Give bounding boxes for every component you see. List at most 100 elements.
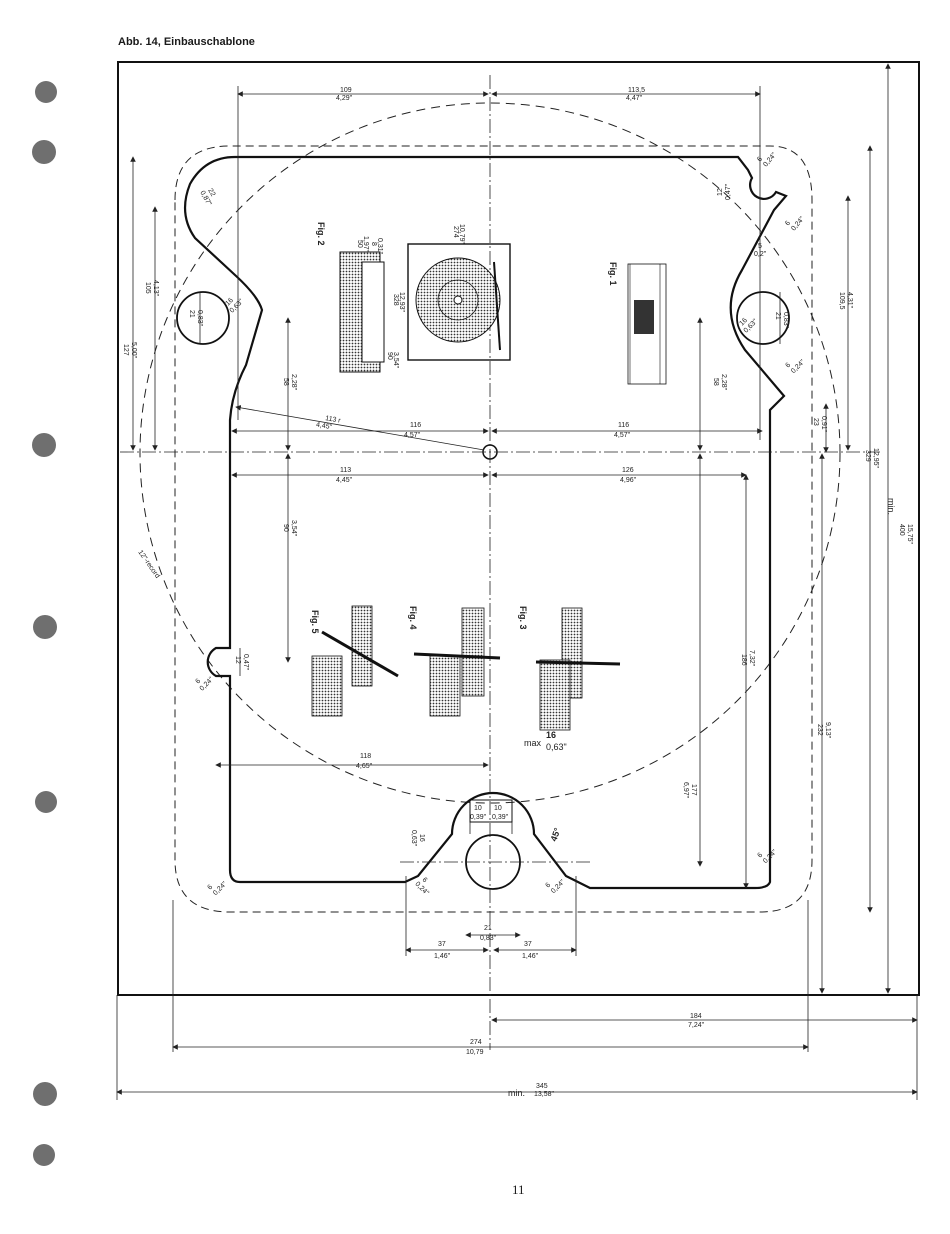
- fig5-screw-drawing: [311, 605, 399, 717]
- dim-d21-r: 21: [774, 312, 781, 320]
- dim-r16-r: 16: [738, 317, 749, 328]
- dim-v186: 186: [740, 654, 747, 666]
- dim-v400: 400: [898, 524, 905, 536]
- dim-v16-b-in: 0,63": [410, 830, 417, 847]
- dim-v23: 23: [812, 418, 819, 426]
- dim-d113: 113: [340, 467, 351, 474]
- dim-s5: 5: [758, 243, 762, 250]
- dim-r6-l: 6: [194, 678, 202, 686]
- dim-d345-min: min.: [508, 1088, 525, 1098]
- dim-d113r: 113 r: [325, 415, 342, 425]
- fig3-screw-drawing: [535, 607, 621, 731]
- hole-right: [736, 291, 790, 345]
- dim-s5-in: 0,2": [754, 251, 767, 258]
- dim-d116-r: 116: [618, 422, 629, 429]
- dim-d37-l: 37: [438, 941, 446, 948]
- dim-h127: 127: [122, 344, 129, 356]
- fig4-screw-drawing: [413, 607, 501, 717]
- dim-v177-in: 6,97": [682, 782, 689, 799]
- dim-h127-in: 5,00": [130, 342, 137, 359]
- dim-d21-r-in: 0,83": [782, 312, 789, 329]
- dim-v329: 329: [864, 450, 871, 462]
- dim-max16: 16: [546, 730, 556, 740]
- dim-d118: 118: [360, 753, 371, 760]
- figure-caption: Abb. 14, Einbauschablone: [118, 36, 255, 48]
- bottom-notch: [469, 799, 513, 823]
- dim-d116-r-in: 4,57": [614, 432, 631, 439]
- dim-top-right: 113,5: [628, 87, 645, 94]
- fig2-label: Fig. 2: [316, 222, 326, 246]
- dim-v232: 232: [816, 724, 823, 736]
- dim-d21-b: 21: [484, 925, 492, 932]
- fig2-dim-a: 274: [452, 226, 459, 238]
- fig2-dim-d: 8: [370, 242, 377, 246]
- fig5-label: Fig. 5: [310, 610, 320, 634]
- dim-v58-r: 58: [712, 378, 719, 386]
- dim-v58-l-in: 2,28": [290, 374, 297, 391]
- dim-v58-l: 58: [282, 378, 289, 386]
- dim-r16-l: 16: [224, 297, 235, 308]
- dim-d21-l-in: 0,83": [196, 310, 203, 327]
- dim-d274: 274: [470, 1039, 482, 1046]
- dashed-outline: [174, 145, 813, 913]
- dim-r6-bc-r-in: 0,24": [550, 878, 567, 895]
- dim-top-right-in: 4,47": [626, 95, 643, 102]
- hole-left: [176, 291, 230, 345]
- dim-v90: 90: [282, 524, 289, 532]
- dim-d116-l-in: 4,57": [404, 432, 421, 439]
- dim-r6-tr2-in: 0,24": [790, 215, 806, 232]
- dim-r6-bc-l: 6: [421, 876, 429, 884]
- dim-r6-r: 6: [784, 362, 792, 370]
- dim-d113-in: 4,45": [336, 477, 353, 484]
- dim-d113r-in: 4,45": [315, 422, 333, 432]
- dim-v329-in: 12,95": [872, 448, 879, 469]
- dim-d21-l: 21: [188, 310, 195, 318]
- dim-d126: 126: [622, 467, 634, 474]
- dim-d274-in: 10,79: [466, 1049, 484, 1056]
- dim-w10-l: 10: [474, 805, 482, 812]
- outer-frame: [117, 61, 920, 996]
- fig3-label: Fig. 3: [518, 606, 528, 630]
- record-label: 12"-record: [136, 549, 160, 580]
- dim-r6-tr: 6: [756, 156, 764, 164]
- binder-hole: [33, 1082, 57, 1106]
- binder-hole: [35, 81, 57, 103]
- dim-r6-r-in: 0,24": [790, 358, 807, 375]
- dim-r6-l-in: 0,24": [199, 676, 216, 693]
- dim-w10-r: 10: [494, 805, 502, 812]
- dim-r6-bc-r: 6: [544, 882, 552, 890]
- fig2-dim-c: 90: [386, 352, 393, 360]
- dim-d116-l: 116: [410, 422, 421, 429]
- dim-d37-r: 37: [524, 941, 532, 948]
- dim-d21-b-in: 0,83": [480, 935, 497, 942]
- dim-d37-l-in: 1,46": [434, 953, 451, 960]
- dim-v177: 177: [690, 784, 697, 796]
- dim-d37-r-in: 1,46": [522, 953, 539, 960]
- dim-v186-in: 7,32": [748, 650, 755, 667]
- fig2-dim-b: 328: [392, 294, 399, 306]
- cutout-outline: [183, 155, 788, 890]
- fig2-dim-e: 50: [356, 240, 363, 248]
- page-number: 11: [512, 1182, 525, 1197]
- angle-45: 45°: [548, 826, 562, 843]
- dim-top-left-in: 4,29": [336, 95, 353, 102]
- dim-r6-bl-in: 0,24": [212, 880, 229, 897]
- dim-v400-in: 15,75": [906, 524, 913, 545]
- dim-r6-bl: 6: [206, 884, 214, 892]
- fig1-label: Fig. 1: [608, 262, 618, 286]
- dim-r22: 22: [206, 188, 216, 198]
- dim-v232-in: 9,13": [824, 722, 831, 739]
- fig4-label: Fig. 4: [408, 606, 418, 630]
- dim-v23-in: 0,91": [820, 416, 827, 433]
- dim-r6-bc-l-in: 0,24": [414, 881, 431, 898]
- dim-v58-r-in: 2,28": [720, 374, 727, 391]
- dim-v400-min: min.: [886, 498, 896, 515]
- binder-hole: [32, 140, 56, 164]
- dim-h105: 105: [144, 282, 151, 294]
- dim-h105-in: 4,13": [152, 280, 159, 297]
- max-label: max: [524, 738, 542, 748]
- dim-v90-in: 3,54": [290, 520, 297, 537]
- fig2-dim-c-in: 3,54": [392, 352, 399, 369]
